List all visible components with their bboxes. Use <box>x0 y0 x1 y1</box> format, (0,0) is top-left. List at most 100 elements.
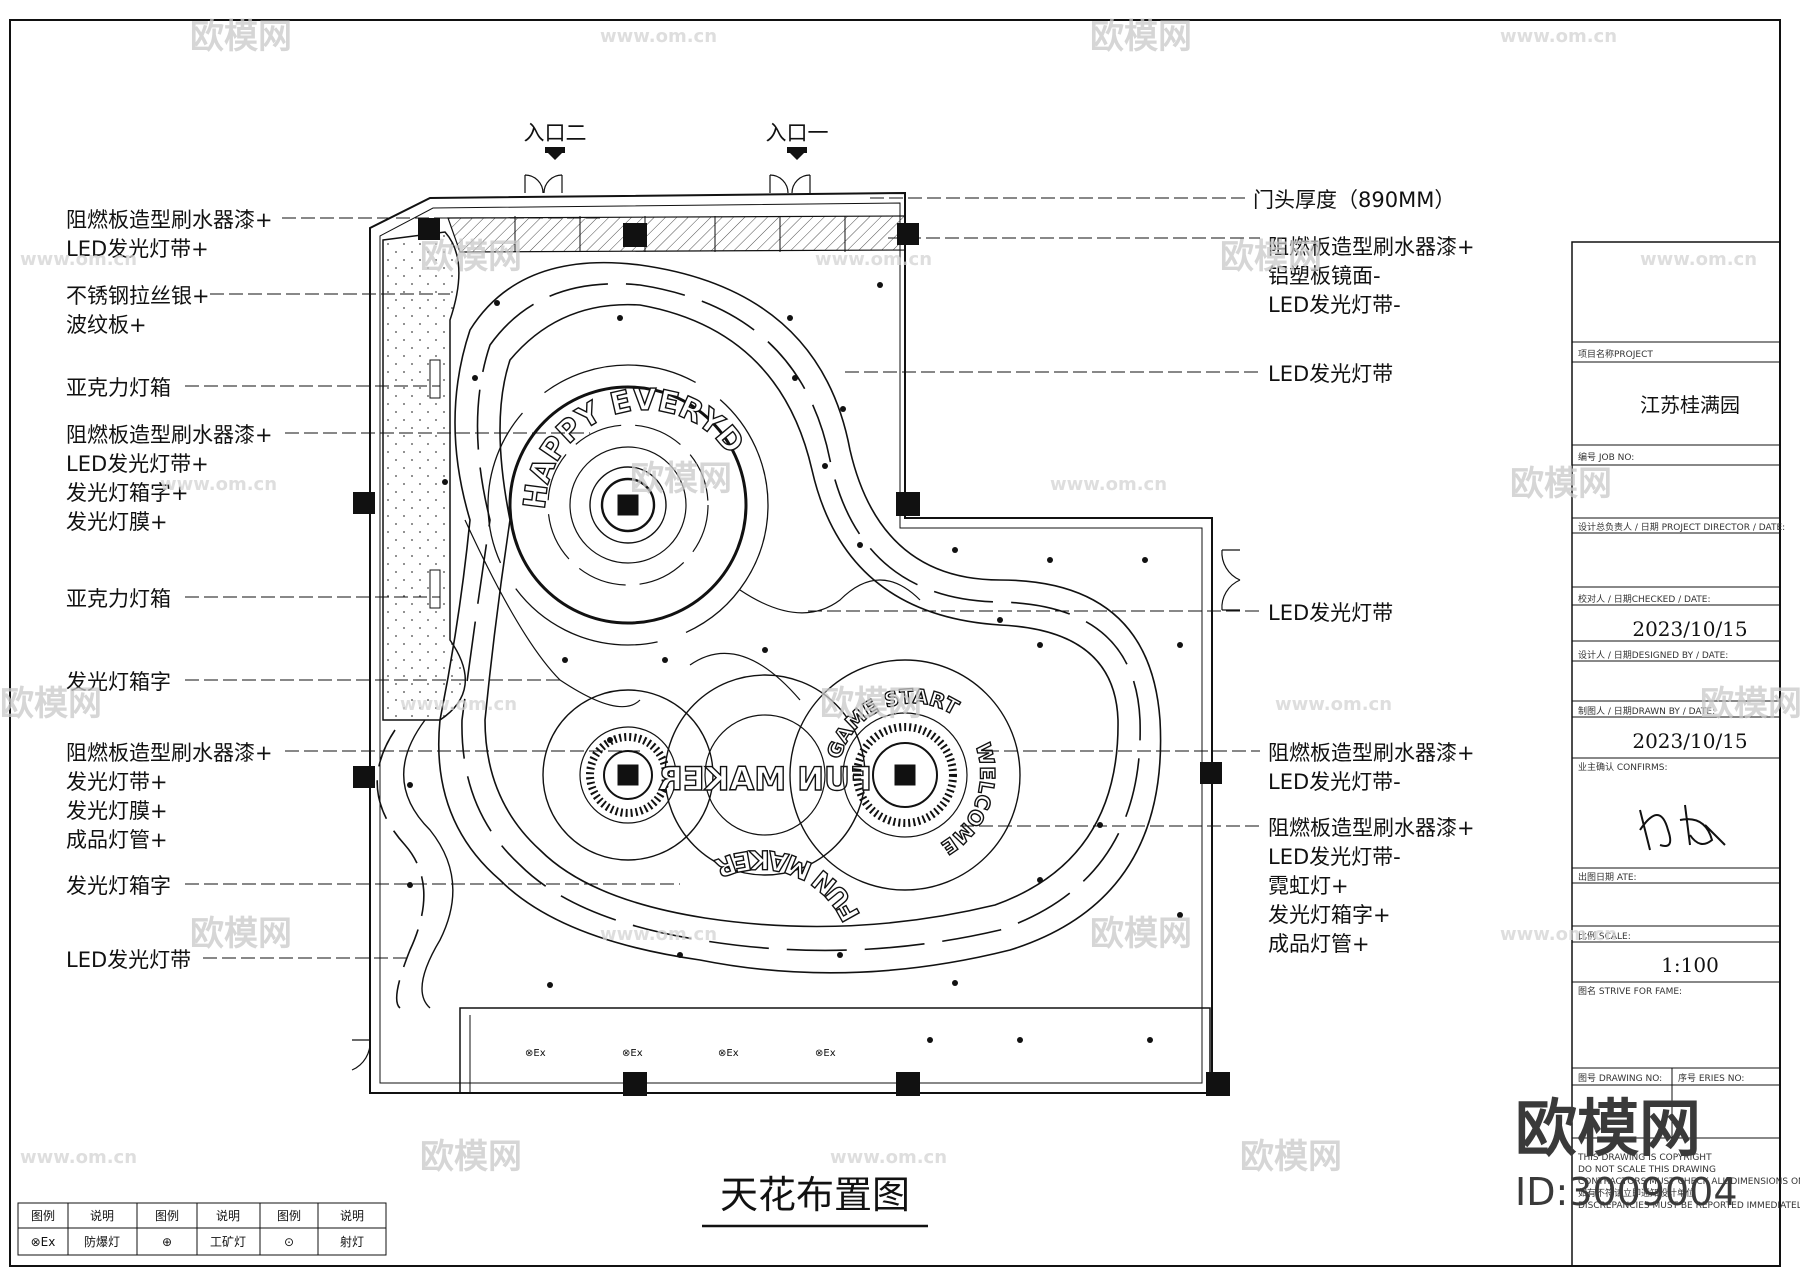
svg-text:欧模网: 欧模网 <box>1090 17 1192 57</box>
svg-text:图号 DRAWING NO:: 图号 DRAWING NO: <box>1578 1073 1662 1084</box>
svg-text:www.om.cn: www.om.cn <box>1500 26 1617 47</box>
ceiling-flow-bands <box>376 261 1162 1009</box>
svg-text:欧模网: 欧模网 <box>630 459 732 499</box>
svg-text:⊕: ⊕ <box>162 1235 172 1249</box>
svg-text:LED发光灯带: LED发光灯带 <box>1268 362 1393 386</box>
svg-text:欧模网: 欧模网 <box>190 17 292 57</box>
svg-text:欧模网: 欧模网 <box>420 1137 522 1177</box>
svg-text:成品灯管+: 成品灯管+ <box>1268 932 1370 956</box>
svg-text:欧模网: 欧模网 <box>1090 914 1192 954</box>
svg-text:发光灯箱字+: 发光灯箱字+ <box>1268 903 1391 927</box>
svg-text:出图日期 ATE:: 出图日期 ATE: <box>1578 871 1637 883</box>
svg-text:亚克力灯箱: 亚克力灯箱 <box>66 587 171 611</box>
svg-text:成品灯管+: 成品灯管+ <box>66 828 168 852</box>
svg-text:图例: 图例 <box>155 1209 179 1223</box>
svg-text:图例: 图例 <box>31 1209 55 1223</box>
svg-text:说明: 说明 <box>216 1208 240 1223</box>
svg-text:⊙: ⊙ <box>284 1235 294 1249</box>
brand-watermark: 欧模网 <box>1515 1092 1701 1165</box>
svg-text:图例: 图例 <box>277 1209 301 1223</box>
svg-text:发光灯箱字: 发光灯箱字 <box>66 874 171 898</box>
svg-text:不锈钢拉丝银+: 不锈钢拉丝银+ <box>66 284 210 308</box>
svg-text:波纹板+: 波纹板+ <box>66 313 147 337</box>
svg-text:⊗Ex: ⊗Ex <box>718 1048 739 1059</box>
svg-text:2023/10/15: 2023/10/15 <box>1632 729 1747 753</box>
svg-text:发光灯箱字+: 发光灯箱字+ <box>66 481 189 505</box>
watermarks: 欧模网 www.om.cn 欧模网 www.om.cn www.om.cn 欧模… <box>0 17 1800 1177</box>
svg-text:LED发光灯带-: LED发光灯带- <box>1268 293 1401 317</box>
svg-text:业主确认 CONFIRMS:: 业主确认 CONFIRMS: <box>1578 761 1668 773</box>
svg-text:www.om.cn: www.om.cn <box>600 924 717 945</box>
storefront-band <box>447 215 906 253</box>
svg-text:发光灯膜+: 发光灯膜+ <box>66 799 168 823</box>
acrylic-lightbox-2 <box>429 569 441 609</box>
svg-text:1:100: 1:100 <box>1661 953 1719 977</box>
svg-text:CONTRACTORS MUST CHECK ALL DIM: CONTRACTORS MUST CHECK ALL DIMENSIONS ON… <box>1578 1177 1800 1187</box>
svg-text:项目名称PROJECT: 项目名称PROJECT <box>1578 348 1653 360</box>
svg-text:欧模网: 欧模网 <box>0 684 102 724</box>
logo-center-text: FUN MAKER <box>658 760 872 798</box>
svg-text:射灯: 射灯 <box>340 1234 364 1249</box>
legend-table: 图例 说明 图例 说明 图例 说明 ⊗Ex 防爆灯 ⊕ 工矿灯 ⊙ 射灯 <box>17 1202 387 1256</box>
svg-text:发光灯箱字: 发光灯箱字 <box>66 670 171 694</box>
svg-text:铝塑板镜面-: 铝塑板镜面- <box>1268 264 1381 288</box>
svg-text:欧模网: 欧模网 <box>820 684 922 724</box>
svg-text:LED发光灯带: LED发光灯带 <box>66 948 191 972</box>
svg-text:www.om.cn: www.om.cn <box>400 694 517 715</box>
svg-text:发光灯膜+: 发光灯膜+ <box>66 510 168 534</box>
svg-text:霓虹灯+: 霓虹灯+ <box>1268 874 1349 898</box>
fun-maker-text: FUN MAKER <box>711 844 867 926</box>
svg-text:⊗Ex: ⊗Ex <box>815 1048 836 1059</box>
svg-text:欧模网: 欧模网 <box>1700 684 1800 724</box>
svg-text:门头厚度（890MM）: 门头厚度（890MM） <box>1253 188 1455 212</box>
svg-text:⊗Ex: ⊗Ex <box>31 1235 56 1249</box>
sheet-border <box>9 19 1781 1267</box>
leader-lines <box>185 197 1260 959</box>
svg-text:www.om.cn: www.om.cn <box>1275 694 1392 715</box>
svg-text:www.om.cn: www.om.cn <box>20 1147 137 1168</box>
svg-text:www.om.cn: www.om.cn <box>1500 924 1617 945</box>
svg-text:发光灯带+: 发光灯带+ <box>66 770 168 794</box>
game-start-feature <box>789 659 1021 891</box>
svg-text:防爆灯: 防爆灯 <box>84 1234 120 1249</box>
acrylic-strip <box>382 231 467 721</box>
svg-text:LED发光灯带: LED发光灯带 <box>1268 601 1393 625</box>
svg-text:欧模网: 欧模网 <box>1240 1137 1342 1177</box>
svg-text:说明: 说明 <box>90 1208 114 1223</box>
svg-text:阻燃板造型刷水器漆+: 阻燃板造型刷水器漆+ <box>66 423 273 447</box>
acrylic-lightbox-1 <box>429 359 441 399</box>
svg-text:阻燃板造型刷水器漆+: 阻燃板造型刷水器漆+ <box>1268 741 1475 765</box>
svg-text:校对人 / 日期CHECKED / DATE:: 校对人 / 日期CHECKED / DATE: <box>1578 593 1711 605</box>
svg-text:说明: 说明 <box>340 1208 364 1223</box>
ex-light-symbols: ⊗Ex ⊗Ex ⊗Ex ⊗Ex <box>525 1048 836 1059</box>
svg-text:阻燃板造型刷水器漆+: 阻燃板造型刷水器漆+ <box>1268 235 1475 259</box>
annotations-left: 阻燃板造型刷水器漆+ LED发光灯带+ 不锈钢拉丝银+ 波纹板+ 亚克力灯箱 阻… <box>66 208 273 972</box>
svg-text:入口一: 入口一 <box>766 121 829 145</box>
svg-text:欧模网: 欧模网 <box>190 914 292 954</box>
svg-text:LED发光灯带+: LED发光灯带+ <box>66 452 209 476</box>
svg-text:⊗Ex: ⊗Ex <box>525 1048 546 1059</box>
floor-outline <box>369 191 1213 1094</box>
svg-text:亚克力灯箱: 亚克力灯箱 <box>66 376 171 400</box>
svg-text:阻燃板造型刷水器漆+: 阻燃板造型刷水器漆+ <box>66 208 273 232</box>
center-logo-feature <box>664 652 866 876</box>
svg-text:LED发光灯带-: LED发光灯带- <box>1268 770 1401 794</box>
svg-text:www.om.cn: www.om.cn <box>1640 249 1757 270</box>
svg-text:2023/10/15: 2023/10/15 <box>1632 617 1747 641</box>
svg-text:www.om.cn: www.om.cn <box>815 249 932 270</box>
svg-text:编号 JOB NO:: 编号 JOB NO: <box>1578 451 1634 463</box>
signature <box>1639 804 1726 851</box>
svg-text:工矿灯: 工矿灯 <box>210 1235 246 1249</box>
svg-text:图名 STRIVE FOR FAME:: 图名 STRIVE FOR FAME: <box>1578 985 1682 997</box>
entrance-markers: 入口二 入口一 <box>524 121 829 160</box>
svg-text:THIS DRAWING IS COPYRIGHT: THIS DRAWING IS COPYRIGHT <box>1577 1153 1712 1163</box>
svg-text:欧模网: 欧模网 <box>420 237 522 277</box>
svg-text:LED发光灯带+: LED发光灯带+ <box>66 237 209 261</box>
svg-text:入口二: 入口二 <box>524 121 587 145</box>
annotations-right: 门头厚度（890MM） 阻燃板造型刷水器漆+ 铝塑板镜面- LED发光灯带- L… <box>1253 188 1475 956</box>
id-watermark: ID:3009004 <box>1515 1170 1738 1214</box>
svg-text:www.om.cn: www.om.cn <box>830 1147 947 1168</box>
svg-text:江苏桂满园: 江苏桂满园 <box>1640 393 1740 417</box>
svg-text:比例 SCALE:: 比例 SCALE: <box>1578 930 1631 942</box>
